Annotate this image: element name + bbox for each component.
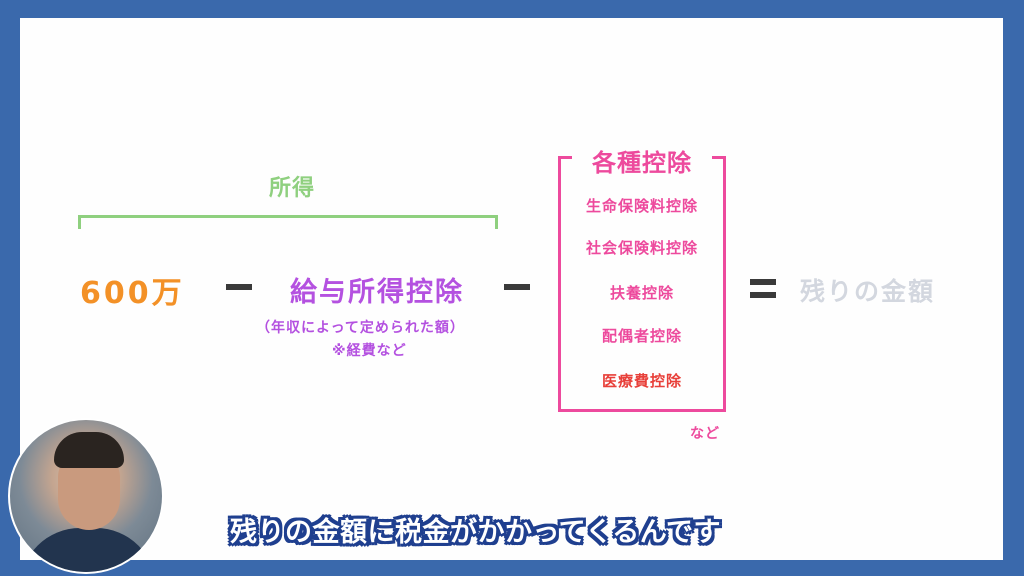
- deduction-item: 配偶者控除: [601, 327, 682, 345]
- remaining-amount-label: 残りの金額: [800, 277, 936, 306]
- minus-operator-2: [504, 284, 530, 290]
- salary-deduction-label: 給与所得控除: [290, 277, 464, 308]
- deduction-item-medical: 医療費控除: [601, 372, 682, 390]
- minus-operator-1: [226, 284, 252, 290]
- presenter-hair: [54, 432, 124, 468]
- deductions-etc: など: [690, 426, 720, 442]
- income-amount: 600万: [80, 276, 185, 311]
- equals-operator-top: [750, 279, 776, 285]
- deductions-title-background: [572, 144, 712, 174]
- equals-operator-bottom: [750, 292, 776, 298]
- deductions-title: 各種控除: [592, 149, 692, 177]
- salary-deduction-subnote: ※経費など: [332, 343, 407, 359]
- presenter-avatar: [8, 418, 164, 574]
- salary-deduction-note: （年収によって定められた額）: [256, 320, 465, 336]
- presenter-shirt: [20, 528, 156, 572]
- income-label: 所得: [268, 176, 315, 201]
- deduction-item: 社会保険料控除: [585, 239, 698, 257]
- caption-subtitle: 残りの金額に税金がかかってくるんです: [230, 517, 721, 548]
- income-bracket: [78, 215, 498, 229]
- deduction-item: 扶養控除: [609, 284, 674, 302]
- deduction-item: 生命保険料控除: [585, 197, 698, 215]
